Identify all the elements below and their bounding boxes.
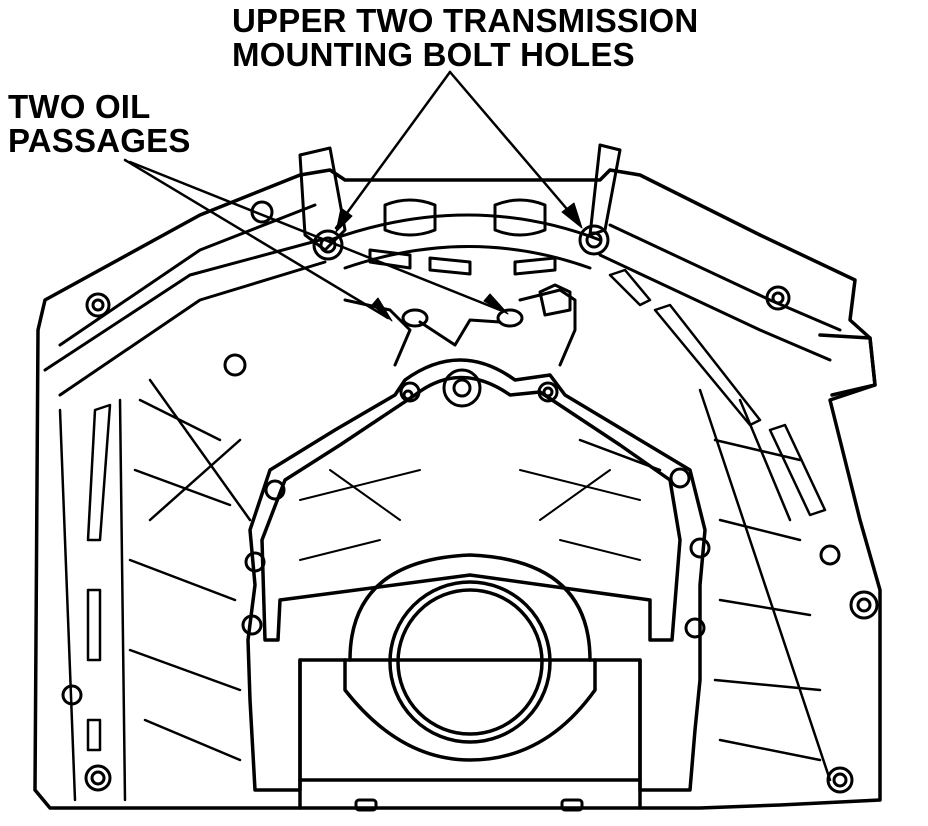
retainer-bolt-holes [241,368,711,639]
oil-passages [343,283,577,367]
right-upper-arm [588,143,842,362]
upper-bolt-holes-callout-line2: MOUNTING BOLT HOLES [232,36,635,73]
upper-bolt-holes-callout-line1: UPPER TWO TRANSMISSION [232,2,699,39]
oil-passages-callout-line2: PASSAGES [8,122,191,159]
leader-lines [123,70,580,320]
inner-casting-lines [299,469,641,561]
oil-passages-callout: TWO OIL PASSAGES [8,90,191,158]
left-upper-arm [43,146,347,397]
right-wall-details [578,268,832,782]
bottom-studs [354,798,584,812]
top-deck [328,198,602,276]
upper-bolt-holes-callout: UPPER TWO TRANSMISSION MOUNTING BOLT HOL… [232,4,698,72]
crankshaft-bore [343,553,597,762]
block-outline [33,168,882,810]
block-bolt-holes [61,200,879,794]
arrowheads [335,202,583,322]
oil-passages-callout-line1: TWO OIL [8,88,151,125]
left-wall-details [58,378,252,802]
